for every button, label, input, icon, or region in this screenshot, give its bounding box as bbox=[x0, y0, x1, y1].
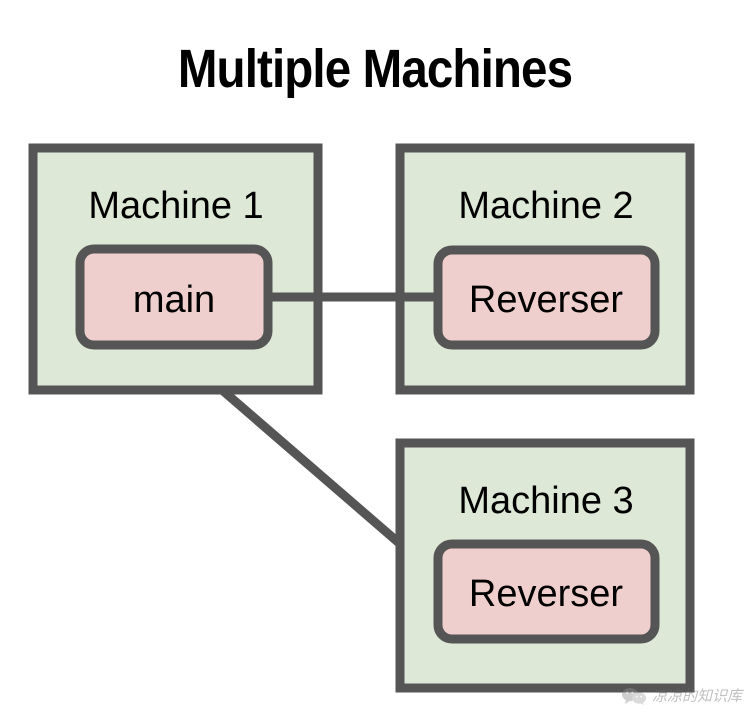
node-reverser-2-box[interactable] bbox=[433, 245, 660, 350]
machine-1-label: Machine 1 bbox=[88, 185, 263, 227]
node-main-label: main bbox=[133, 279, 215, 321]
node-reverser-3-label: Reverser bbox=[469, 573, 623, 615]
machine-3-label: Machine 3 bbox=[458, 480, 633, 522]
page-title: Multiple Machines bbox=[177, 39, 573, 99]
node-main-box[interactable] bbox=[75, 244, 273, 350]
node-reverser-3-group[interactable]: Reverser bbox=[433, 539, 660, 644]
node-main-group[interactable]: main bbox=[75, 244, 273, 350]
node-reverser-2-group[interactable]: Reverser bbox=[433, 245, 660, 350]
node-reverser-3-box[interactable] bbox=[433, 539, 660, 644]
node-reverser-2-label: Reverser bbox=[469, 279, 623, 321]
machine-2-label: Machine 2 bbox=[458, 185, 633, 227]
